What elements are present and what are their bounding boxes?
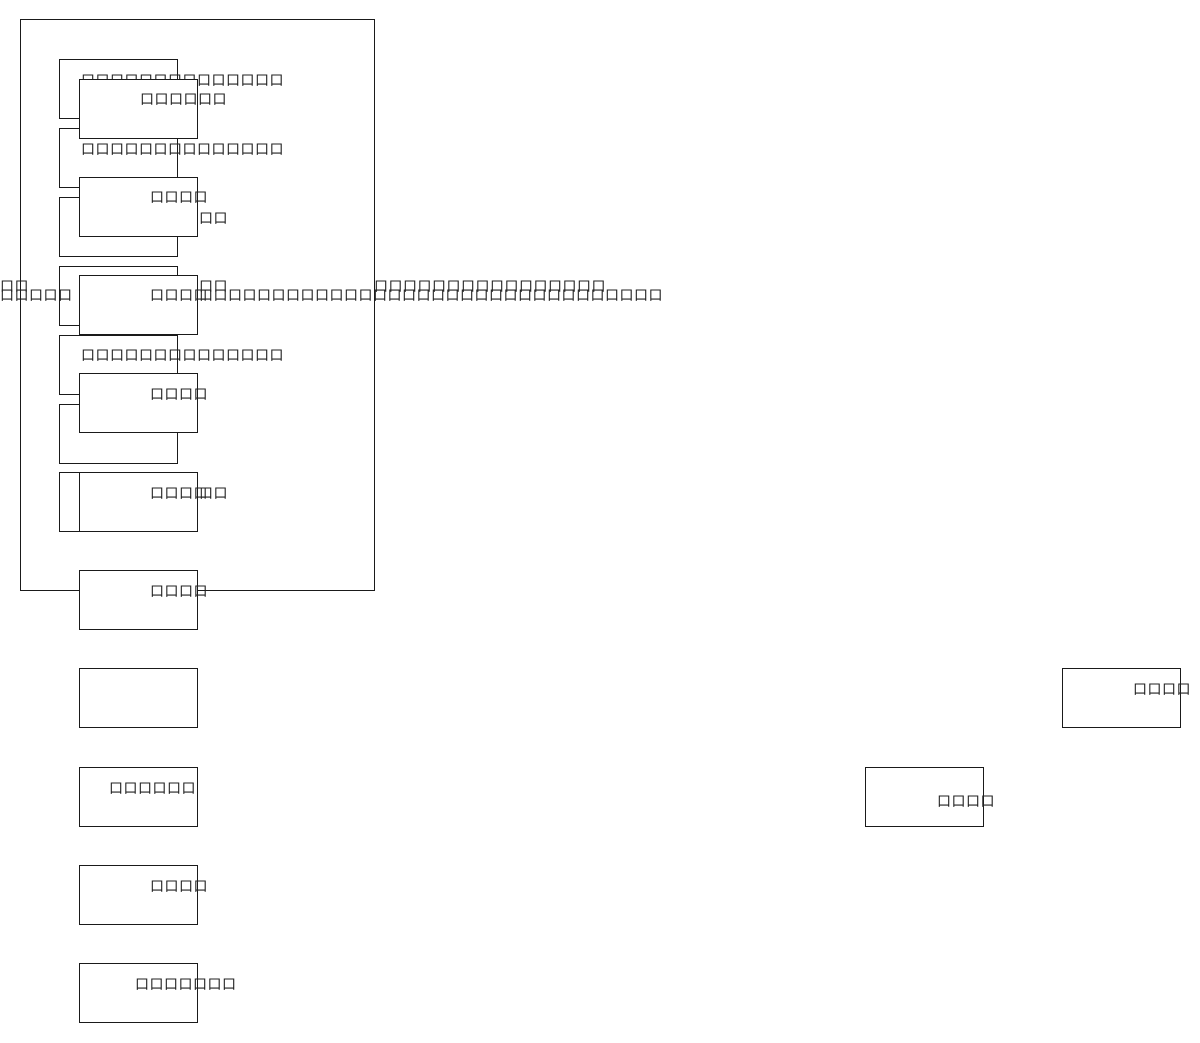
right-box-top	[1062, 668, 1181, 728]
left-edge-text-2: 口口口口口	[0, 288, 73, 304]
back-box-5-label: 口口口口口口口口口口口口口口	[81, 348, 284, 364]
front-box-4-label: 口口口口	[150, 387, 208, 403]
back-box-7-label: 口口	[199, 486, 228, 502]
front-box-4	[79, 373, 198, 433]
right-box-mid-label: 口口口口	[937, 794, 995, 810]
back-box-4-label: 口口	[199, 279, 228, 295]
front-box-1	[79, 79, 198, 139]
front-box-7	[79, 668, 198, 728]
front-box-10-label: 口口口口口口口	[135, 977, 237, 993]
container-outer-text: 口口口口口口口口口口口口口口口口	[374, 279, 606, 295]
front-box-9	[79, 865, 198, 925]
front-box-6	[79, 570, 198, 630]
back-box-2-label: 口口口口口口口口口口口口口口	[81, 142, 284, 158]
front-box-5	[79, 472, 198, 532]
front-box-8-label: 口口口口口口	[109, 781, 196, 797]
front-box-3-label: 口口口口	[150, 288, 208, 304]
front-box-8	[79, 767, 198, 827]
front-box-1-label: 口口口口口口	[140, 92, 227, 108]
long-row-text: 口口口口口口口口口口口口口口口口口口口口口口口口口口口口口口口口	[199, 288, 663, 304]
front-box-5-label: 口口口口	[150, 486, 208, 502]
left-edge-text: 口口	[0, 279, 29, 295]
right-box-top-label: 口口口口	[1133, 682, 1191, 698]
front-box-10	[79, 963, 198, 1023]
right-box-mid	[865, 767, 984, 827]
front-box-2	[79, 177, 198, 237]
front-box-2-label: 口口口口	[150, 190, 208, 206]
back-box-3-label: 口口	[199, 211, 228, 227]
front-box-6-label: 口口口口	[150, 584, 208, 600]
front-box-9-label: 口口口口	[150, 879, 208, 895]
front-box-3	[79, 275, 198, 335]
